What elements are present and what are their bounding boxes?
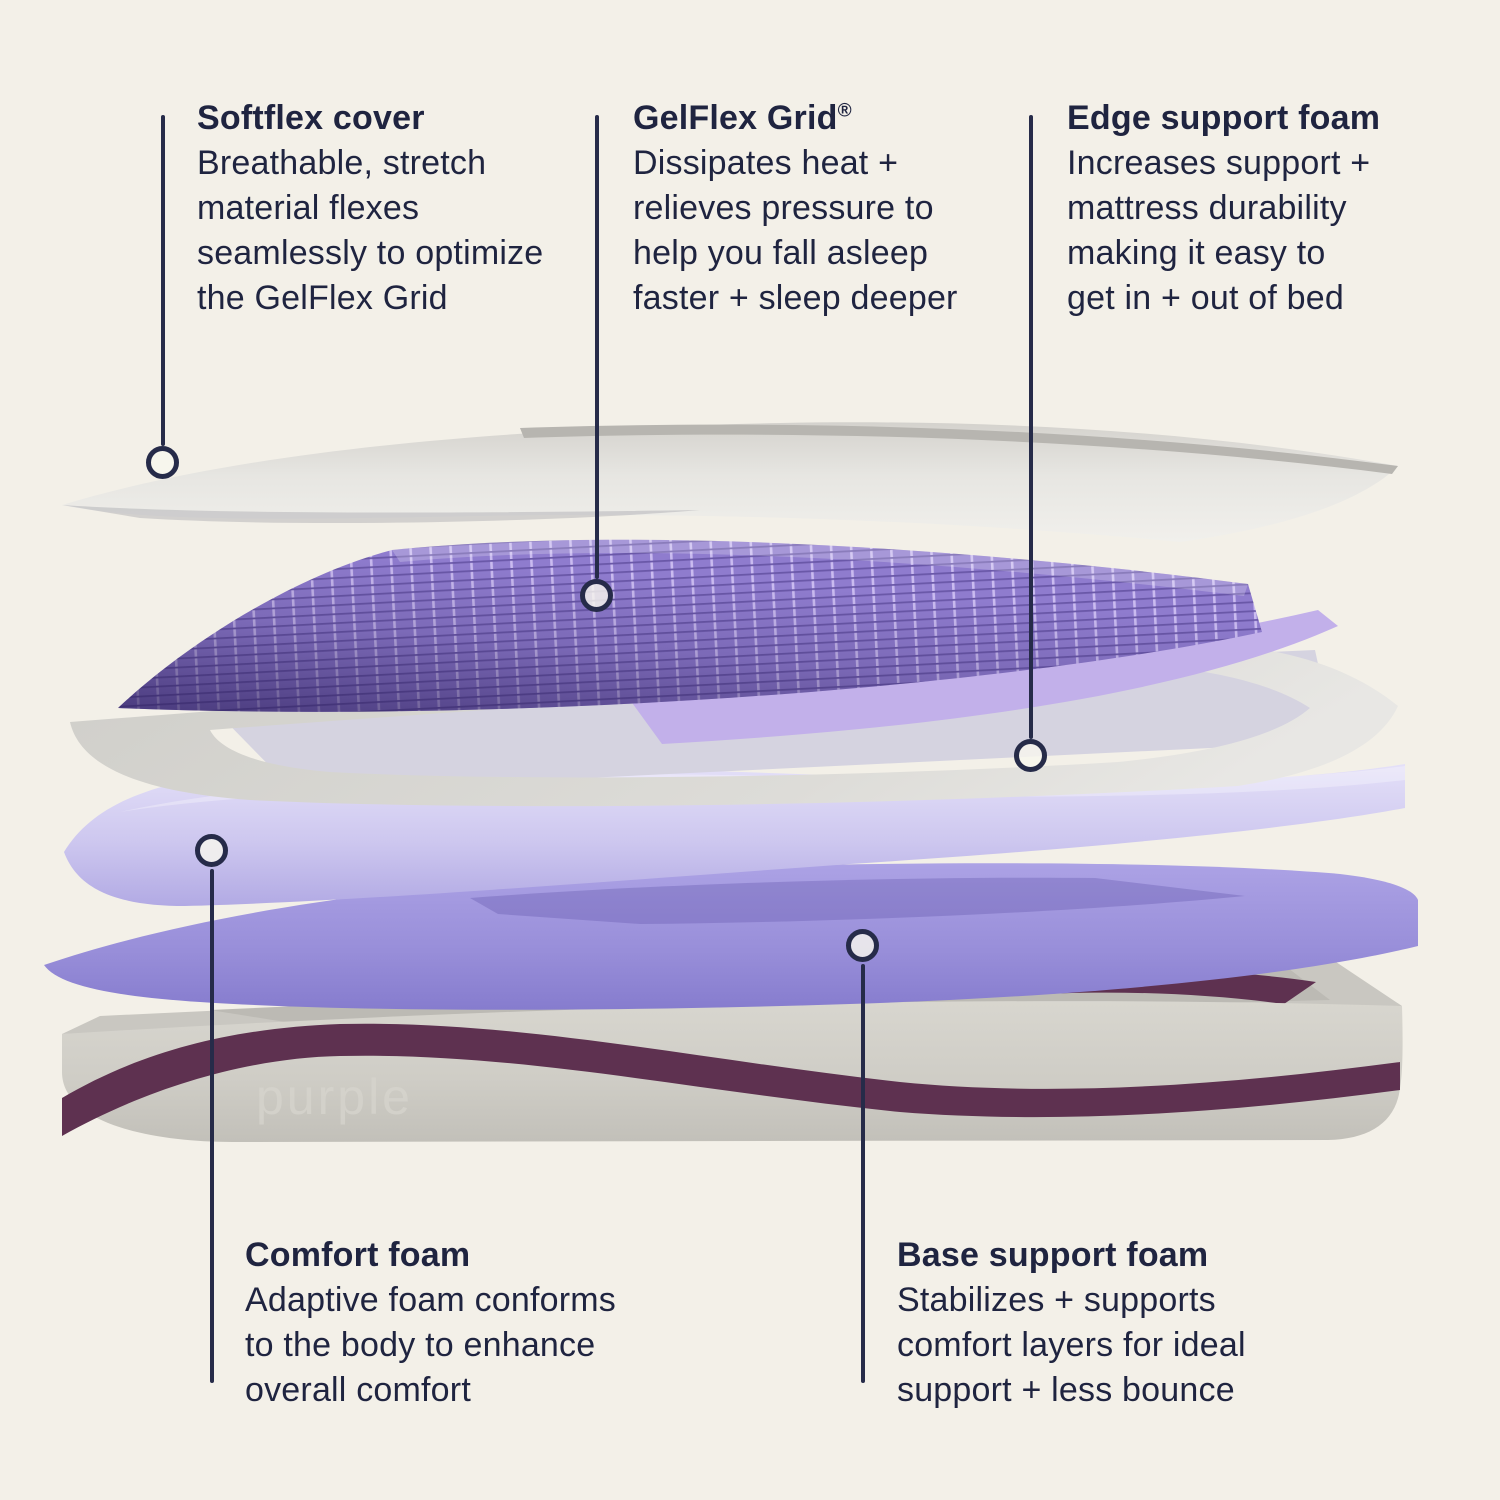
leader-line-base-support-foam — [861, 964, 865, 1383]
softflex-cover-layer — [62, 422, 1398, 542]
leader-line-edge-support-foam — [1029, 115, 1033, 739]
callout-title: Comfort foam — [245, 1236, 471, 1274]
cover-binding-edge — [520, 424, 1398, 474]
leader-line-comfort-foam — [210, 869, 214, 1383]
callout-body: Dissipates heat + relieves pressure to h… — [633, 144, 958, 317]
callout-base-support-foam: Base support foam Stabilizes + supports … — [897, 1233, 1297, 1413]
leader-dot-edge-support-foam — [1014, 739, 1047, 772]
leader-dot-comfort-foam — [195, 834, 228, 867]
leader-dot-softflex-cover — [146, 446, 179, 479]
registered-mark: ® — [837, 100, 852, 122]
callout-gelflex-grid: GelFlex Grid® Dissipates heat + relieves… — [633, 96, 973, 321]
grid-shading — [118, 539, 1262, 712]
callout-comfort-foam: Comfort foam Adaptive foam conforms to t… — [245, 1233, 635, 1413]
callout-body: Adaptive foam conforms to the body to en… — [245, 1281, 617, 1409]
base-plum-wave — [62, 1023, 1400, 1136]
callout-body: Breathable, stretch material flexes seam… — [197, 144, 544, 317]
cover-sheet — [62, 422, 1398, 542]
callout-title: Edge support foam — [1067, 99, 1381, 137]
grid-top-highlight — [392, 539, 1248, 596]
callout-title: Base support foam — [897, 1236, 1209, 1274]
leader-dot-gelflex-grid — [580, 579, 613, 612]
base-support-foam-slab — [44, 863, 1418, 1010]
base-support-foam-recess — [470, 877, 1245, 924]
purple-logo: purple — [256, 1069, 413, 1125]
callout-body: Increases support + mattress durability … — [1067, 144, 1371, 317]
callout-title: GelFlex Grid® — [633, 99, 852, 137]
leader-line-softflex-cover — [161, 115, 165, 446]
cover-underside-shadow — [62, 505, 700, 524]
leader-line-gelflex-grid — [595, 115, 599, 579]
callout-softflex-cover: Softflex cover Breathable, stretch mater… — [197, 96, 557, 321]
callout-body: Stabilizes + supports comfort layers for… — [897, 1281, 1246, 1409]
leader-dot-base-support-foam — [846, 929, 879, 962]
frame-ring — [70, 641, 1398, 807]
callout-edge-support-foam: Edge support foam Increases support + ma… — [1067, 96, 1397, 321]
gelflex-grid-layer — [118, 539, 1338, 744]
base-support-foam-layer — [44, 863, 1418, 1010]
callout-title: Softflex cover — [197, 99, 425, 137]
